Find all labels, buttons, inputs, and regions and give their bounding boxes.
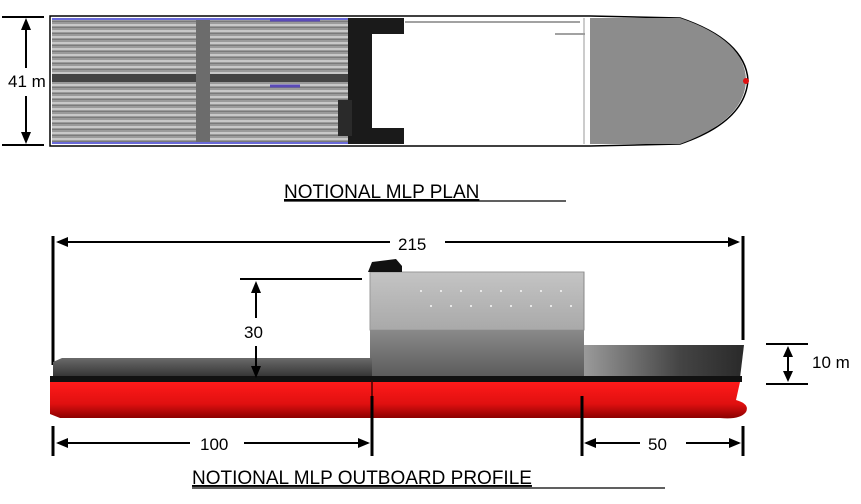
plan-bow [590, 18, 746, 144]
aft-deck-length-label: 100 [200, 435, 228, 454]
profile-view: 215 [50, 235, 850, 489]
plan-superstructure-notch-bottom [372, 128, 404, 144]
superstructure-height-dimension [240, 278, 362, 378]
profile-title: NOTIONAL MLP OUTBOARD PROFILE [192, 468, 532, 489]
superstructure [369, 271, 585, 331]
plan-title: NOTIONAL MLP PLAN [284, 182, 479, 203]
midship-block [370, 330, 584, 378]
freeboard-dimension [766, 343, 808, 385]
plan-superstructure-notch-top [372, 18, 404, 34]
fwd-deck-length-label: 50 [648, 435, 667, 454]
aft-deck [53, 358, 372, 378]
plan-view: 41 m NOTIONAL MLP PLAN [2, 15, 749, 203]
freeboard-label: 10 m [812, 353, 850, 372]
aft-deck-length-dimension [51, 396, 374, 456]
plan-deck-crossbeam [196, 18, 210, 144]
plan-bow-light [743, 78, 749, 84]
hull [50, 382, 747, 419]
bridge-top [368, 259, 402, 272]
plan-beam-label: 41 m [8, 72, 46, 91]
fwd-deck-length-dimension [580, 396, 745, 456]
overall-length-dimension [51, 236, 745, 365]
plan-beam-dimension [2, 16, 44, 146]
superstructure-height-label: 30 [244, 323, 263, 342]
plan-superstructure-side [338, 100, 352, 136]
forward-deck-block [584, 345, 744, 378]
superstructure-windows [420, 290, 572, 307]
overall-length-label: 215 [398, 235, 426, 254]
main-deck-line [50, 376, 742, 382]
